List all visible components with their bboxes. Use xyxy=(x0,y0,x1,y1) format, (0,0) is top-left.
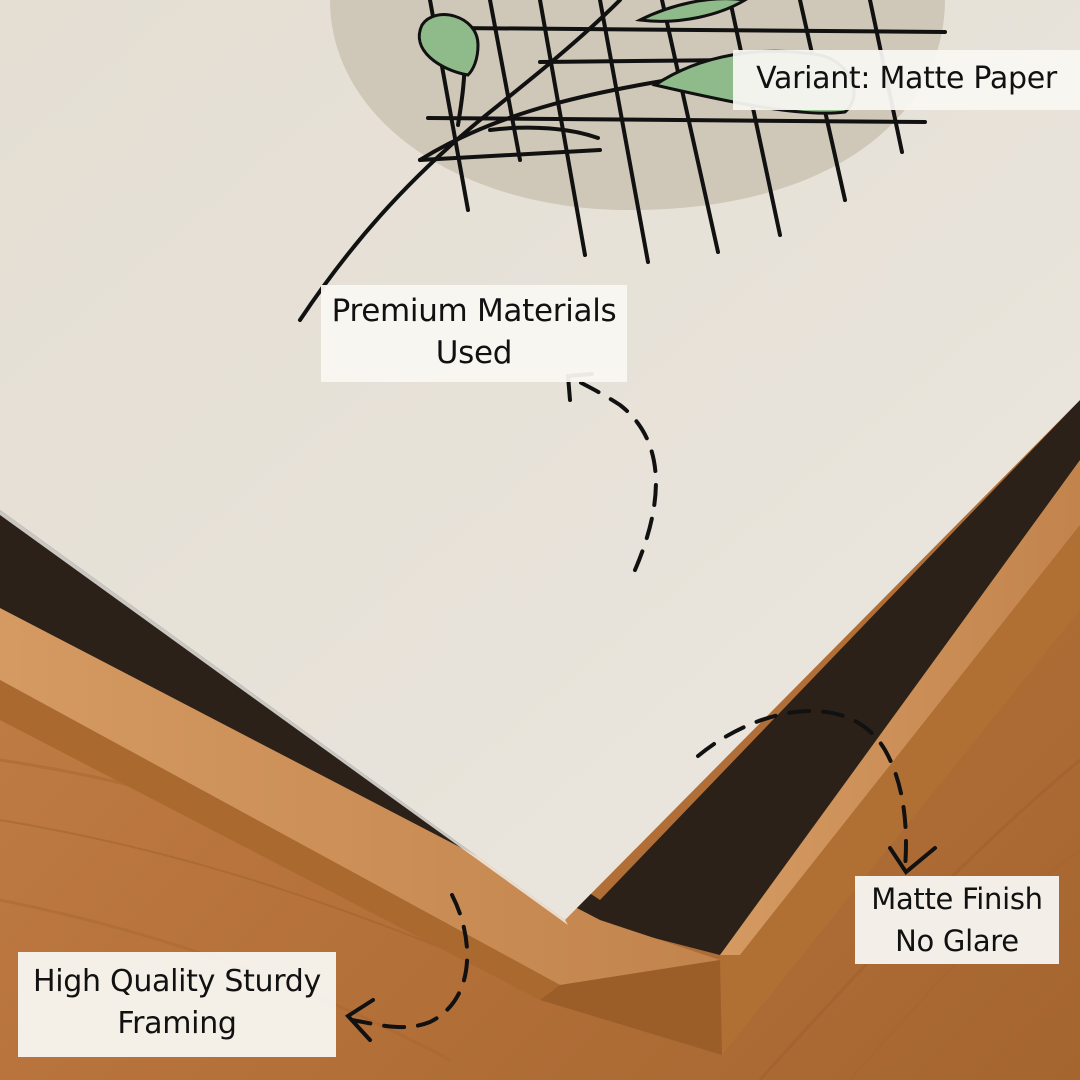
matte-line1: Matte Finish xyxy=(871,882,1043,916)
premium-line1: Premium Materials xyxy=(331,293,617,329)
leaf xyxy=(417,13,480,77)
premium-arrow xyxy=(570,376,658,572)
matte-line2: No Glare xyxy=(895,924,1019,958)
premium-materials-callout: Premium Materials Used xyxy=(321,285,627,382)
frame-right-rail xyxy=(720,460,1080,955)
framing-callout: High Quality Sturdy Framing xyxy=(18,952,336,1057)
framing-arrow xyxy=(350,893,470,1030)
matte-finish-callout: Matte Finish No Glare xyxy=(855,876,1059,964)
leaf xyxy=(634,0,748,23)
frame-left-rail-face xyxy=(0,680,560,1000)
variant-callout: Variant: Matte Paper xyxy=(733,50,1080,110)
premium-line2: Used xyxy=(435,335,513,371)
framing-arrowhead xyxy=(344,998,375,1042)
framing-line2: Framing xyxy=(117,1006,237,1041)
matte-arrow xyxy=(696,709,908,870)
variant-text: Variant: Matte Paper xyxy=(756,61,1057,96)
matte-arrowhead xyxy=(888,846,937,875)
frame-cavity xyxy=(0,400,1080,955)
framing-line1: High Quality Sturdy xyxy=(33,964,321,999)
frame-corner-face xyxy=(540,960,722,1055)
paper-print xyxy=(0,0,1080,920)
